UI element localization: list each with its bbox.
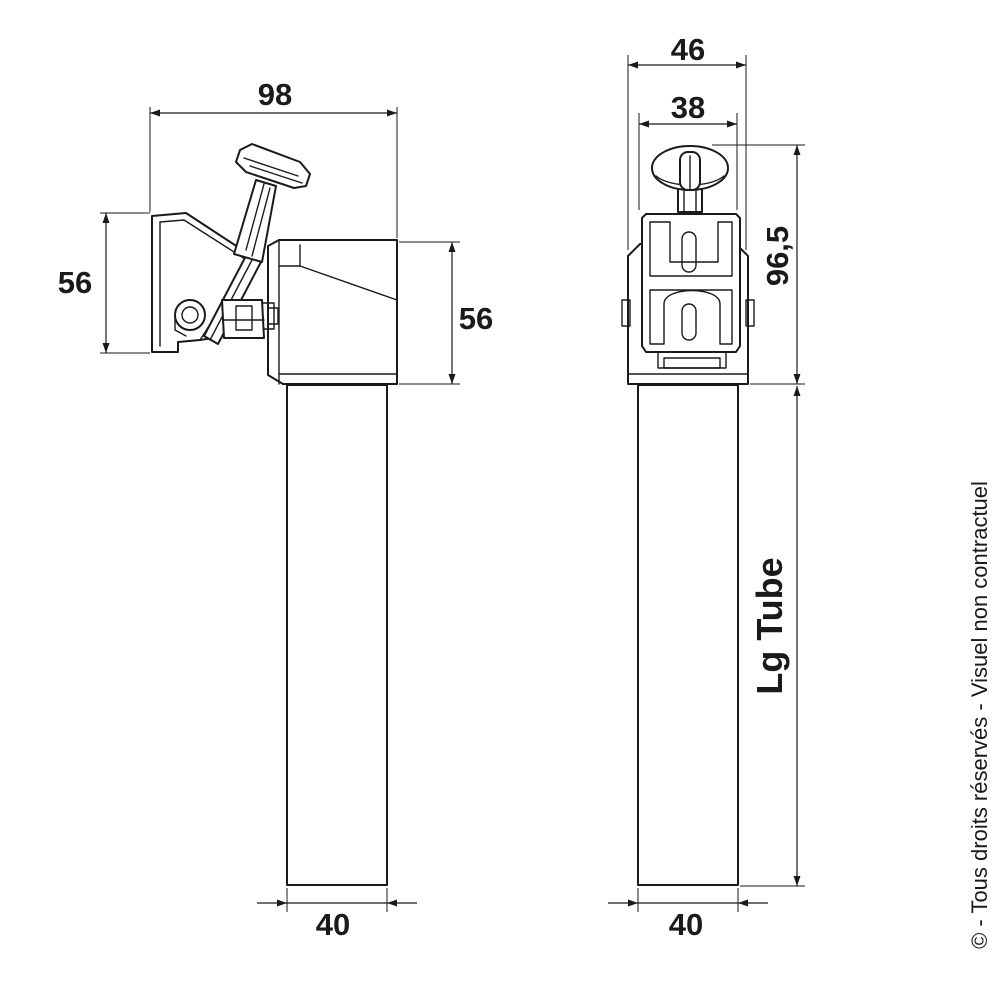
dim-label-40-right: 40 [669, 907, 703, 942]
dim-label-96-5: 96,5 [760, 226, 795, 286]
side-extension-lines [100, 107, 460, 912]
front-slot-upper [681, 231, 697, 273]
side-handle [151, 212, 257, 353]
dim-label-46: 46 [671, 32, 705, 67]
front-knob [651, 145, 729, 213]
front-tube [637, 384, 739, 886]
front-view: 46 38 96,5 Lg Tube 40 [608, 32, 805, 942]
front-dimension-lines [608, 61, 801, 907]
side-tube [286, 384, 388, 886]
dim-label-56-left: 56 [58, 265, 92, 300]
front-extension-lines [627, 55, 805, 912]
side-t-knob [233, 143, 311, 263]
dim-label-lg-tube: Lg Tube [749, 557, 790, 694]
side-view: 98 56 56 40 [58, 77, 493, 942]
dim-label-38: 38 [671, 90, 705, 125]
side-housing [261, 239, 398, 385]
side-dimension-lines [102, 109, 456, 907]
dim-label-98: 98 [258, 77, 292, 112]
dim-label-40-left: 40 [316, 907, 350, 942]
side-pivot-ring [174, 299, 206, 331]
dim-label-56-right: 56 [459, 301, 493, 336]
copyright-notice: © - Tous droits réservés - Visuel non co… [967, 481, 992, 949]
front-handle-face [641, 213, 741, 369]
front-slot-lower [681, 303, 697, 341]
